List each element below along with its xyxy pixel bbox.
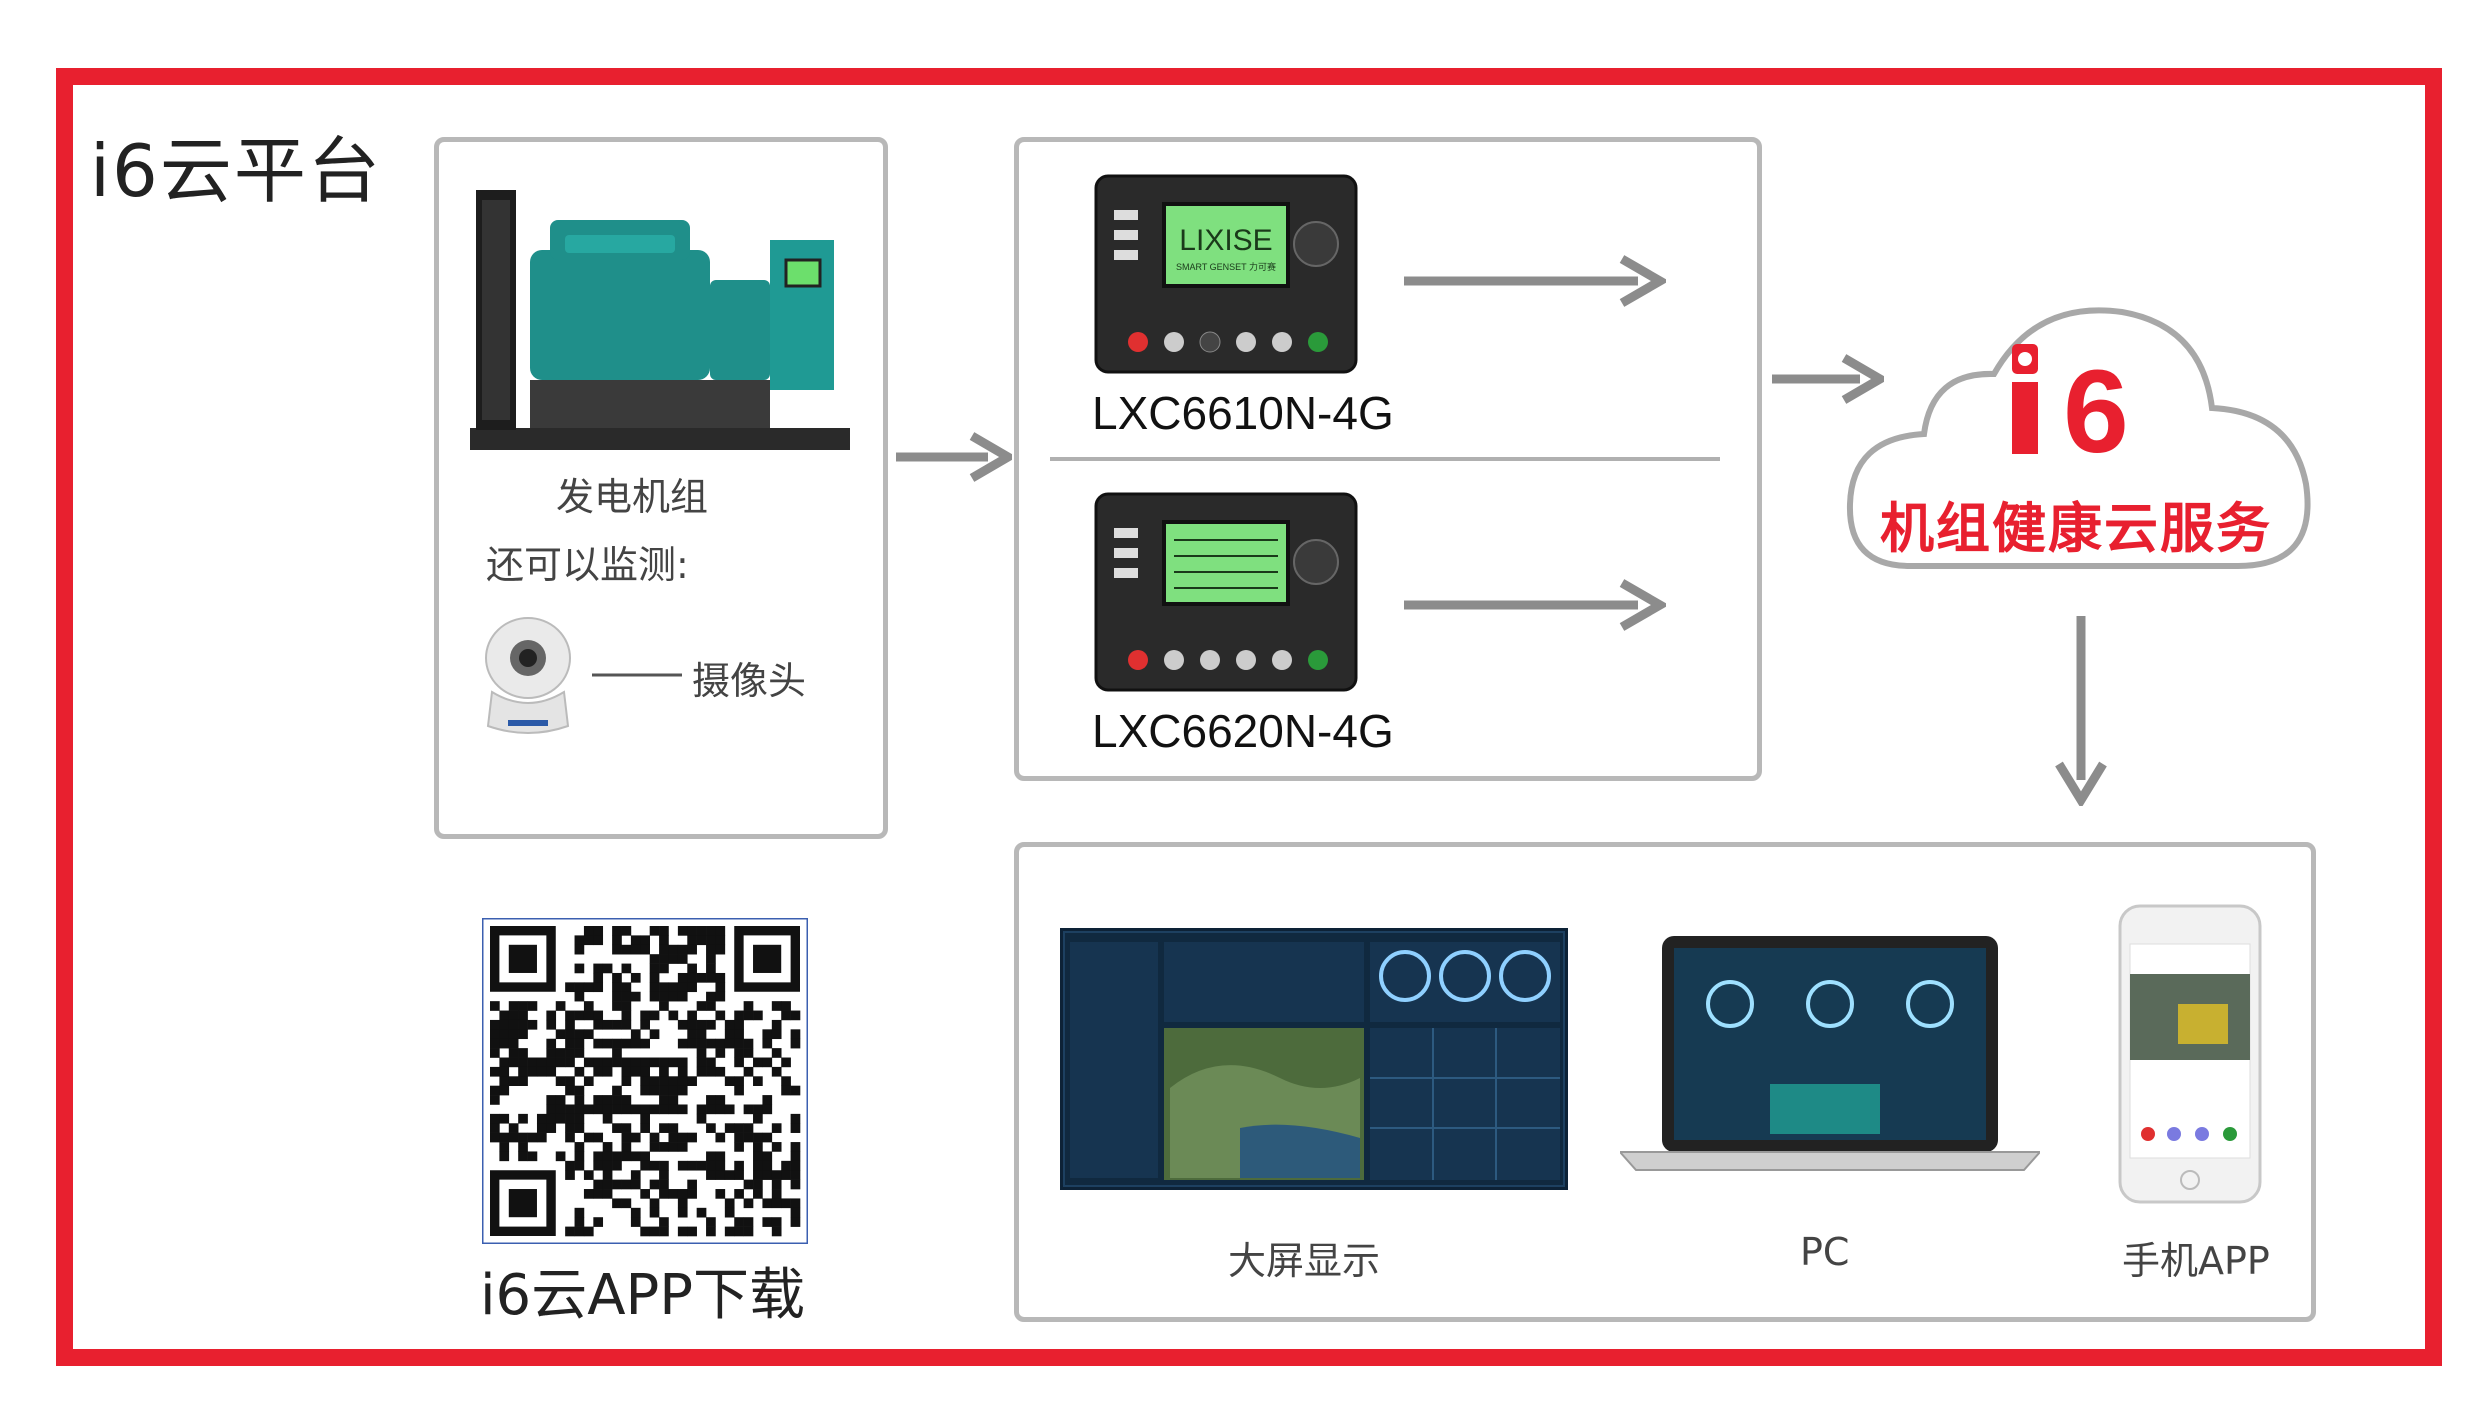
controller-1-arrow — [1404, 255, 1666, 307]
controller-2-arrow — [1404, 579, 1666, 631]
mobile-phone-image — [2118, 904, 2262, 1204]
generator-image — [470, 190, 850, 450]
output-label-big-screen: 大屏显示 — [1228, 1239, 1381, 1283]
arrow-cloud-to-outputs — [2055, 616, 2107, 806]
outer-frame — [56, 68, 2442, 1366]
page-title: i6云平台 — [90, 129, 382, 213]
controller-1-screen-sub: SMART GENSET 力可赛 — [1176, 261, 1276, 272]
monitor-label: 还可以监测: — [486, 543, 689, 587]
controller-2-model: LXC6620N-4G — [1092, 705, 1394, 757]
controllers-divider — [1050, 457, 1720, 461]
controller-1-image: LIXISE SMART GENSET 力可赛 — [1094, 174, 1358, 374]
svg-text:6: 6 — [2063, 346, 2129, 460]
app-download-label: i6云APP下载 — [480, 1263, 806, 1328]
qr-code — [482, 918, 808, 1244]
i6-logo-icon: 6 — [2012, 344, 2129, 460]
camera-image — [485, 617, 571, 734]
cloud-label: 机组健康云服务 — [1880, 497, 2272, 560]
big-screen-image — [1060, 928, 1568, 1190]
arrow-controllers-to-cloud — [1772, 354, 1884, 404]
arrow-source-to-controllers — [896, 432, 1012, 482]
controller-2-image — [1094, 492, 1358, 692]
cloud-shape — [1846, 307, 2311, 569]
output-label-pc: PC — [1800, 1230, 1850, 1274]
controller-1-model: LXC6610N-4G — [1092, 387, 1394, 439]
output-label-mobile: 手机APP — [2122, 1239, 2270, 1283]
camera-label: 摄像头 — [692, 659, 807, 703]
controller-1-screen-text: LIXISE — [1179, 224, 1272, 257]
generator-label: 发电机组 — [556, 475, 709, 519]
pc-laptop-image — [1620, 936, 2040, 1171]
camera-connector-line — [592, 673, 682, 677]
